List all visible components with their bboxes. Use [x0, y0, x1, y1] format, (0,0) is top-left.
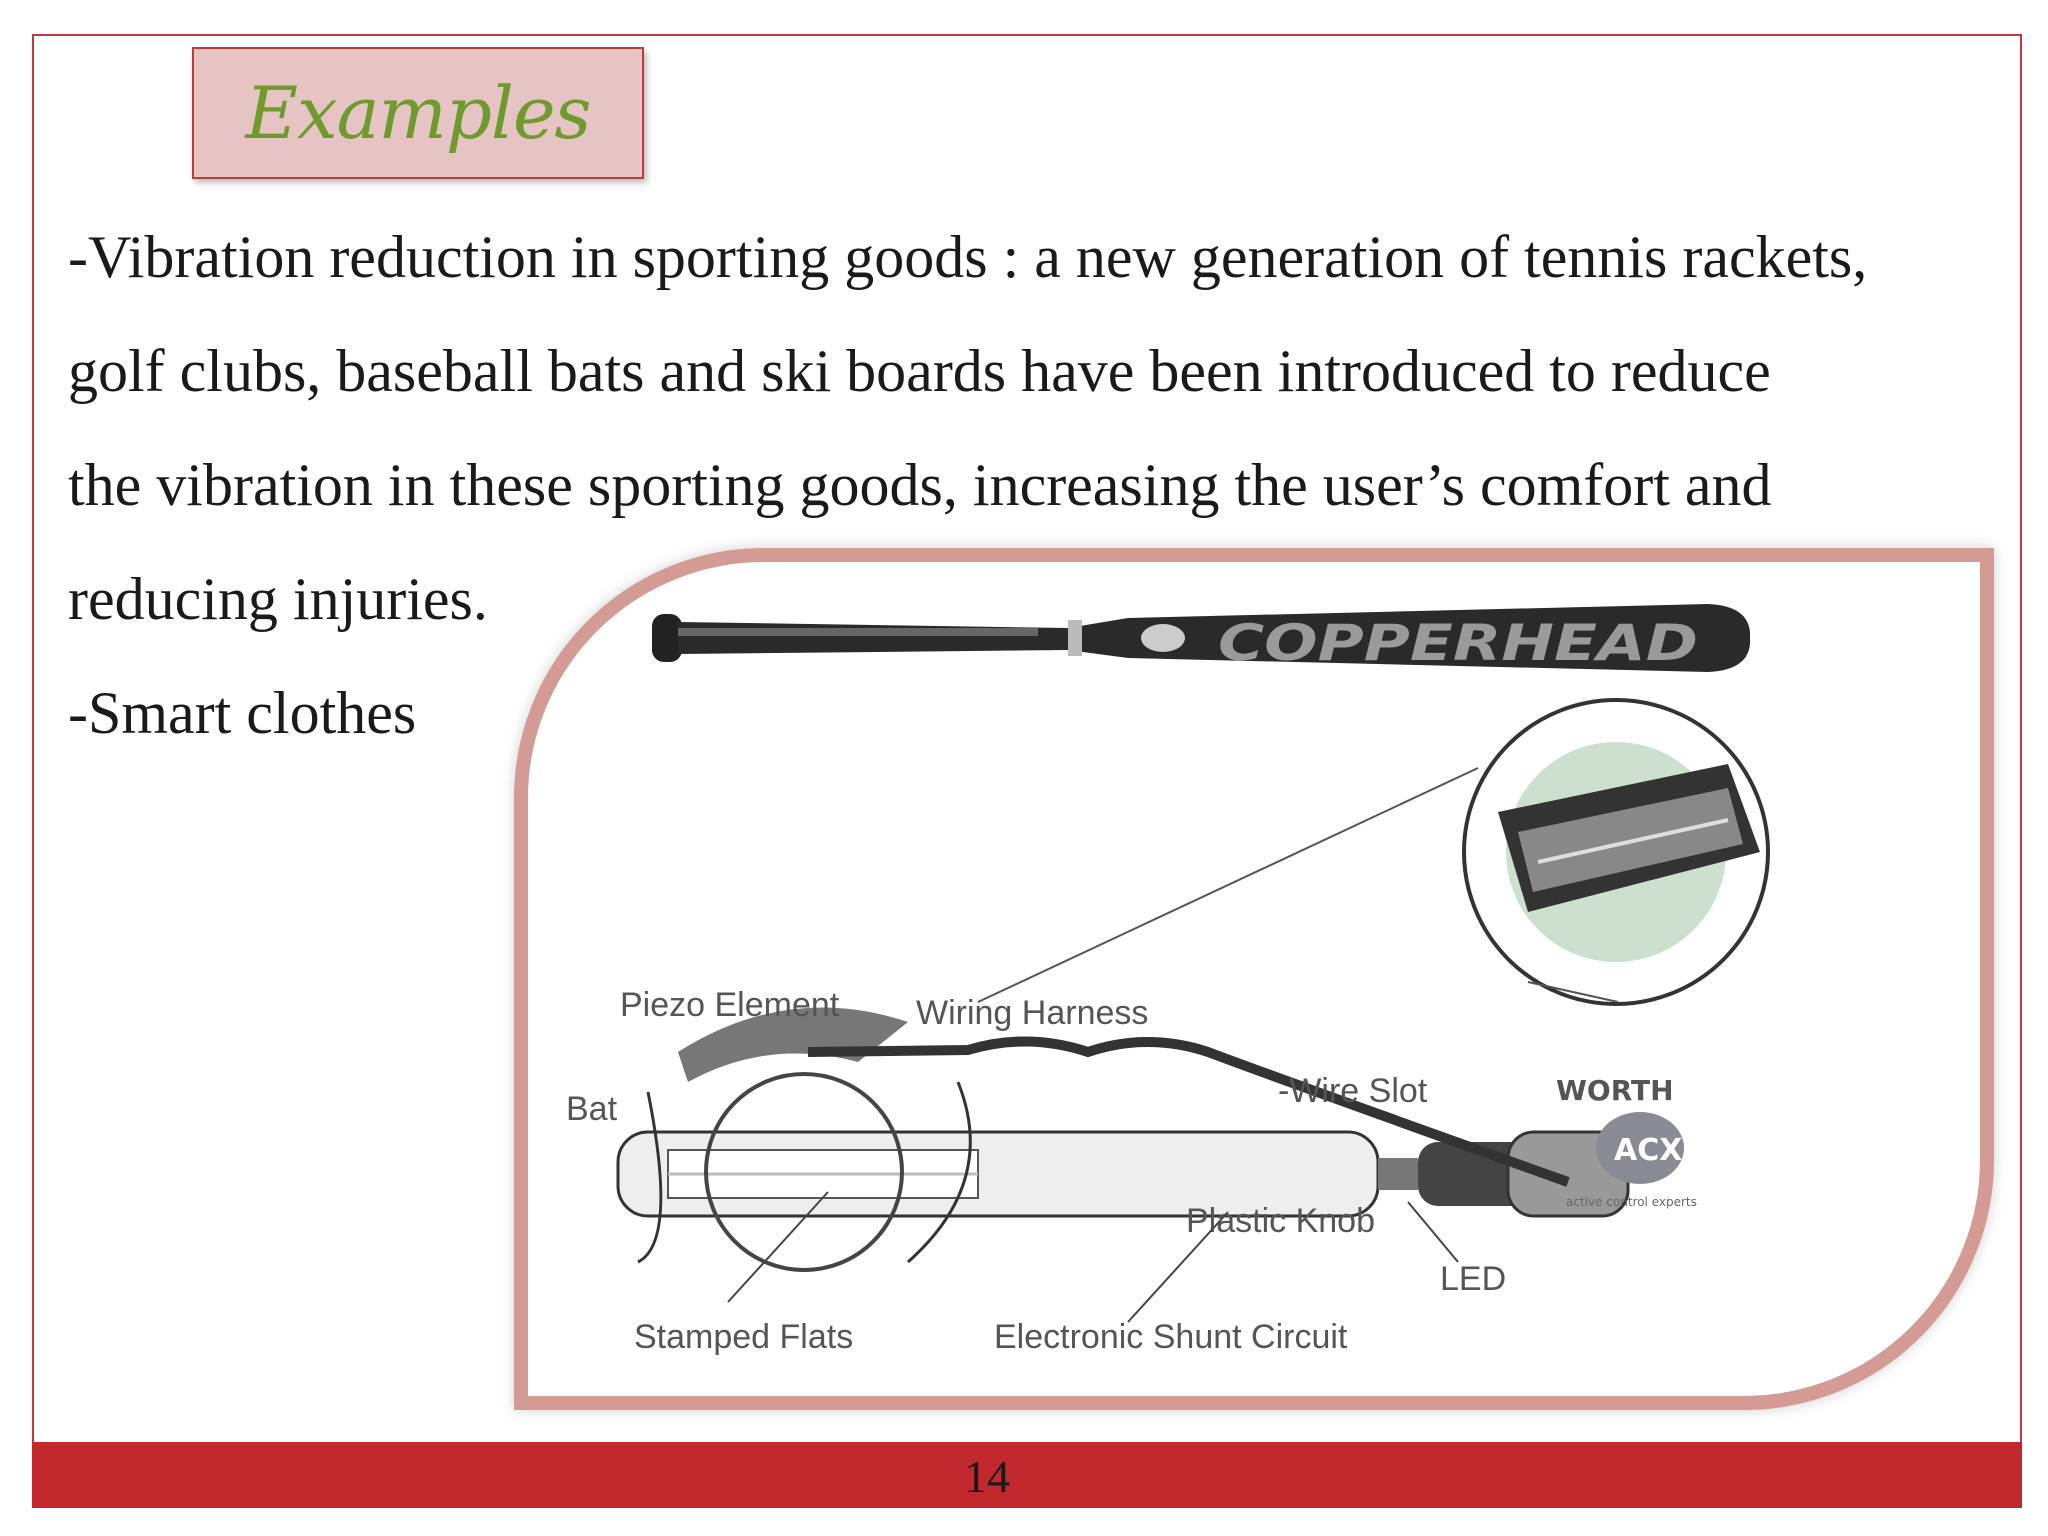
- label-bat: Bat: [566, 1090, 618, 1128]
- label-shunt-circuit: Electronic Shunt Circuit: [994, 1318, 1348, 1356]
- leader-lines: [727, 1191, 1459, 1323]
- page-number: 14: [964, 1451, 1010, 1502]
- label-wire-slot: -Wire Slot: [1278, 1072, 1428, 1110]
- label-piezo: Piezo Element: [620, 986, 840, 1024]
- smart-bat-diagram: COPPERHEAD Piezo Element: [566, 604, 1770, 1356]
- cutaway-bat: [616, 1007, 1630, 1272]
- body-line-4: reducing injuries.: [68, 566, 488, 632]
- label-stamped-flats: Stamped Flats: [634, 1318, 853, 1356]
- label-wiring: Wiring Harness: [916, 994, 1148, 1032]
- bat-brand: COPPERHEAD: [1218, 614, 1698, 672]
- footer-bar: 14: [32, 1442, 2022, 1508]
- label-led: LED: [1440, 1260, 1506, 1298]
- bat-image: COPPERHEAD: [652, 604, 1751, 672]
- zoom-circle: [977, 698, 1770, 1006]
- body-line-5: -Smart clothes: [68, 680, 417, 746]
- figure-panel: COPPERHEAD Piezo Element: [514, 548, 1994, 1410]
- acx-subtitle: active control experts: [1566, 1195, 1697, 1209]
- title-box: Examples: [192, 47, 644, 179]
- slide-title: Examples: [245, 71, 591, 155]
- label-plastic-knob: Plastic Knob: [1186, 1202, 1375, 1240]
- acx-logo: ACX active control experts: [1566, 1112, 1697, 1209]
- acx-text: ACX: [1614, 1133, 1682, 1168]
- body-line-2: golf clubs, baseball bats and ski boards…: [68, 338, 1771, 404]
- body-line-3: the vibration in these sporting goods, i…: [68, 452, 1772, 518]
- worth-logo: WORTH: [1556, 1074, 1674, 1107]
- body-text: -Vibration reduction in sporting goods :…: [68, 200, 1988, 770]
- body-line-1: -Vibration reduction in sporting goods :…: [68, 224, 1868, 290]
